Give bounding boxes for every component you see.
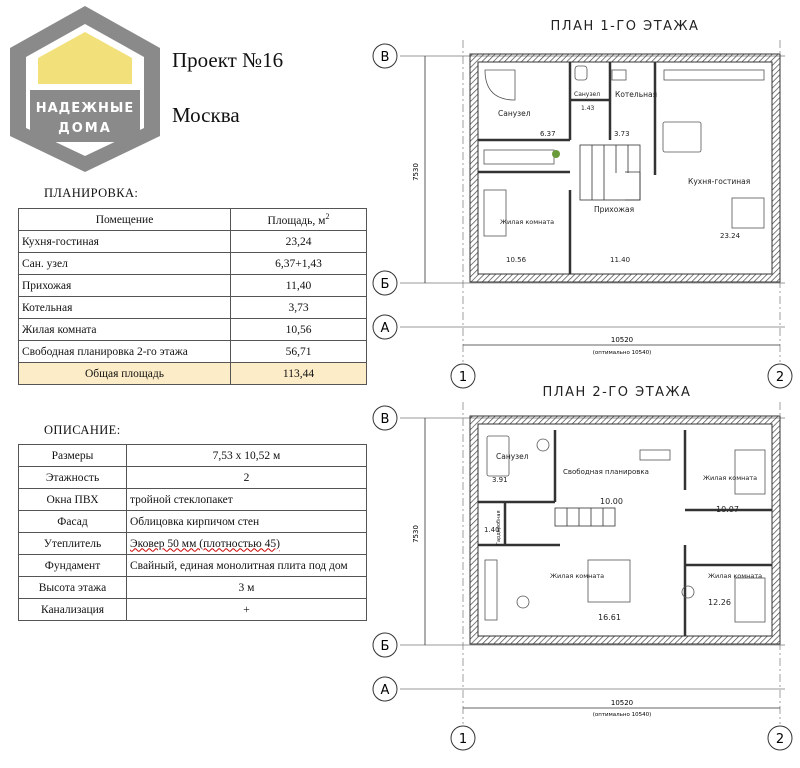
floor1-title: ПЛАН 1-ГО ЭТАЖА bbox=[551, 19, 700, 34]
desc-label: Фундамент bbox=[18, 554, 127, 577]
floor1-axis-v: В bbox=[381, 50, 390, 65]
layout-heading: ПЛАНИРОВКА: bbox=[44, 186, 139, 200]
total-value: 113,44 bbox=[230, 362, 367, 385]
room-name: Сан. узел bbox=[18, 252, 231, 275]
desc-label: Высота этажа bbox=[18, 576, 127, 599]
floor1-plan: ПЛАН 1-ГО ЭТАЖА В Б А 1 2 7530 10520 (оп… bbox=[372, 19, 793, 389]
plant-icon bbox=[552, 150, 560, 158]
f2-room-area: 1.40 bbox=[484, 526, 500, 534]
f2-room-label: Жилая комната bbox=[708, 572, 762, 580]
f2-room-label: Свободная планировка bbox=[563, 468, 649, 476]
floor1-dim-note: (оптимально 10540) bbox=[593, 350, 652, 356]
f1-room-area: 6.37 bbox=[540, 130, 556, 138]
f2-room-label: Жилая комната bbox=[703, 474, 757, 482]
project-title: Проект №16 bbox=[172, 48, 284, 72]
desc-label: Фасад bbox=[18, 510, 127, 533]
floor2-dim-vertical: 7530 bbox=[412, 525, 420, 543]
room-name: Жилая комната bbox=[18, 318, 231, 341]
rooms-table-header: Помещение Площадь, м2 bbox=[18, 208, 367, 231]
floor2-axis-v: В bbox=[381, 412, 390, 427]
f2-room-area: 10.00 bbox=[600, 497, 623, 506]
floor1-dim-width: 10520 bbox=[611, 336, 633, 344]
f1-room-area: 10.56 bbox=[506, 256, 527, 264]
f2-room-area: 16.61 bbox=[598, 613, 621, 622]
desc-value: Свайный, единая монолитная плита под дом bbox=[126, 554, 367, 577]
desc-value: тройной стеклопакет bbox=[126, 488, 367, 511]
f2-room-label: Санузел bbox=[496, 452, 529, 461]
room-area: 6,37+1,43 bbox=[230, 252, 367, 275]
f2-room-label: Жилая комната bbox=[550, 572, 604, 580]
f2-room-area: 12.26 bbox=[708, 598, 731, 607]
room-name: Кухня-гостиная bbox=[18, 230, 231, 253]
f1-room-label: Котельная bbox=[615, 90, 657, 99]
f2-room-area: 10.07 bbox=[716, 505, 739, 514]
floor2-axis-1: 1 bbox=[459, 732, 467, 747]
room-name: Котельная bbox=[18, 296, 231, 319]
project-city: Москва bbox=[172, 103, 240, 127]
f1-room-area: 23.24 bbox=[720, 232, 741, 240]
f1-room-area: 1.43 bbox=[581, 105, 595, 112]
floor2-axis-b: Б bbox=[381, 639, 390, 654]
floor1-axis-1: 1 bbox=[459, 370, 467, 385]
floor2-dim-note: (оптимально 10540) bbox=[593, 712, 652, 718]
desc-label: Окна ПВХ bbox=[18, 488, 127, 511]
f2-room-area: 3.91 bbox=[492, 476, 508, 484]
f1-room-label: Прихожая bbox=[594, 205, 634, 214]
floor2-title: ПЛАН 2-ГО ЭТАЖА bbox=[543, 385, 692, 400]
desc-value: Эковер 50 мм (плотностью 45) bbox=[126, 532, 367, 555]
f1-room-label: Кухня-гостиная bbox=[688, 177, 750, 186]
room-name: Свободная планировка 2-го этажа bbox=[18, 340, 231, 363]
floor2-axis-2: 2 bbox=[776, 732, 784, 747]
room-area: 3,73 bbox=[230, 296, 367, 319]
total-label: Общая площадь bbox=[18, 362, 231, 385]
floor2-dim-width: 10520 bbox=[611, 699, 633, 707]
desc-value: 3 м bbox=[126, 576, 367, 599]
floor1-axis-2: 2 bbox=[776, 370, 784, 385]
f1-room-area: 11.40 bbox=[610, 256, 630, 264]
f1-room-label: Санузел bbox=[498, 109, 531, 118]
table-row: Канализация+ bbox=[18, 598, 367, 621]
desc-label: Этажность bbox=[18, 466, 127, 489]
desc-label: Размеры bbox=[18, 444, 127, 467]
f1-room-label: Жилая комната bbox=[500, 218, 554, 226]
desc-value: Облицовка кирпичом стен bbox=[126, 510, 367, 533]
floor-plans: ПЛАН 1-ГО ЭТАЖА В Б А 1 2 7530 10520 (оп… bbox=[372, 19, 793, 751]
floor2-plan: ПЛАН 2-ГО ЭТАЖА В Б А 1 2 7530 10520 (оп… bbox=[372, 385, 793, 751]
desc-value: 2 bbox=[126, 466, 367, 489]
desc-label: Утеплитель bbox=[18, 532, 127, 555]
logo-text-line1: НАДЕЖНЫЕ bbox=[36, 101, 135, 116]
col-room-header: Помещение bbox=[18, 208, 231, 231]
desc-value: + bbox=[126, 598, 367, 621]
f1-room-label: Санузел bbox=[574, 91, 600, 98]
desc-value: 7,53 х 10,52 м bbox=[126, 444, 367, 467]
floor1-axis-a: А bbox=[381, 321, 390, 336]
f2-room-label: Гардеробная bbox=[496, 511, 502, 545]
description-heading: ОПИСАНИЕ: bbox=[44, 423, 121, 437]
room-name: Прихожая bbox=[18, 274, 231, 297]
desc-label: Канализация bbox=[18, 598, 127, 621]
f1-room-area: 3.73 bbox=[614, 130, 630, 138]
logo-text-line2: ДОМА bbox=[58, 121, 112, 136]
floor2-axis-a: А bbox=[381, 683, 390, 698]
floor1-axis-b: Б bbox=[381, 277, 390, 292]
floor1-dim-vertical: 7530 bbox=[412, 163, 420, 181]
company-logo: НАДЕЖНЫЕ ДОМА bbox=[6, 4, 164, 174]
